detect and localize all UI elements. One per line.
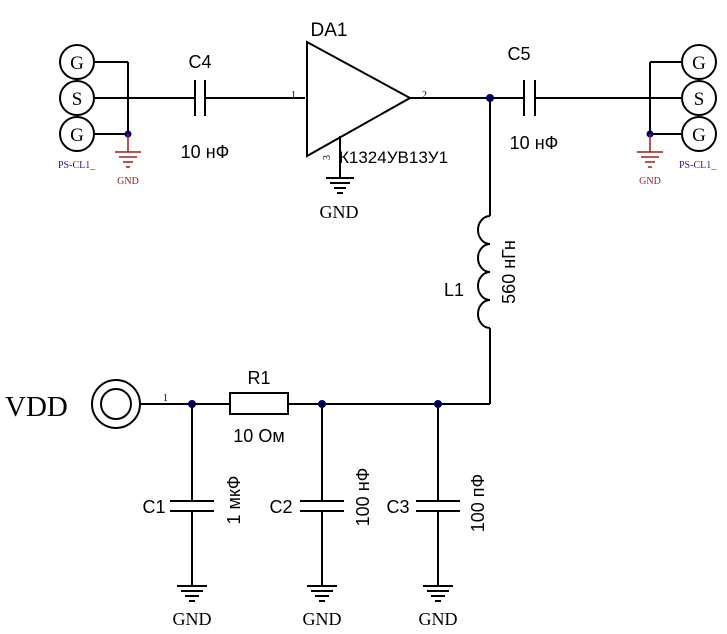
supply-label: VDD <box>5 391 68 423</box>
ground-icon <box>177 585 207 602</box>
pin-number: 1 <box>291 90 296 101</box>
port-pin-signal <box>59 80 95 116</box>
inductor-l1: L1 560 нГн <box>444 98 519 404</box>
component-ref: C2 <box>269 497 292 517</box>
capacitor-c2: C2 100 нФ GND <box>269 400 373 629</box>
pin-number: 2 <box>422 90 427 101</box>
input-port: G S G PS-CL1_ GND <box>58 44 195 187</box>
capacitor-c5: C5 10 нФ <box>486 44 682 153</box>
component-ref: C5 <box>507 44 530 64</box>
port-pin-ground-top <box>59 44 95 80</box>
gnd-label: GND <box>173 609 212 629</box>
port-pin-label: G <box>70 125 84 146</box>
component-value: 10 нФ <box>510 133 559 153</box>
amplifier-da1: DA1 К1324УВ13У1 1 2 3 GND <box>291 20 490 222</box>
port-pin-label: S <box>72 89 83 110</box>
component-value: 100 нФ <box>353 468 373 527</box>
port-name-label: PS-CL1_ <box>58 160 96 171</box>
vdd-supply: VDD 1 <box>5 379 230 429</box>
component-value: 1 мкФ <box>224 476 244 525</box>
pin-number: 3 <box>322 155 333 160</box>
port-pin-label: G <box>692 53 706 74</box>
supply-terminal-outer <box>91 379 141 429</box>
amplifier-triangle <box>306 40 413 158</box>
gnd-label: GND <box>320 202 359 222</box>
component-value: 10 Ом <box>233 426 284 446</box>
capacitor-c1: C1 1 мкФ GND <box>142 400 244 629</box>
output-port: G S G PS-CL1_ GND <box>637 44 717 187</box>
port-pin-signal <box>681 80 717 116</box>
component-value: 10 нФ <box>181 142 230 162</box>
component-value: 560 нГн <box>499 240 519 304</box>
resistor-body <box>229 392 289 415</box>
supply-terminal-inner <box>100 388 132 420</box>
gnd-label: GND <box>303 609 342 629</box>
amplifier-designator: DA1 <box>311 20 348 41</box>
component-ref: C4 <box>188 52 211 72</box>
capacitor-c3: C3 100 пФ GND <box>386 400 488 629</box>
port-pin-ground-top <box>681 44 717 80</box>
port-pin-label: G <box>70 53 84 74</box>
ground-icon <box>423 585 453 602</box>
component-ref: C1 <box>142 497 165 517</box>
gnd-label: GND <box>639 176 661 187</box>
component-ref: R1 <box>247 368 270 388</box>
amplifier-part-number: К1324УВ13У1 <box>339 148 448 167</box>
pin-number: 1 <box>163 393 168 404</box>
inductor-coil <box>477 215 491 329</box>
port-pin-label: S <box>694 89 705 110</box>
gnd-label: GND <box>117 176 139 187</box>
port-pin-label: G <box>692 125 706 146</box>
port-pin-ground-bottom <box>59 116 95 152</box>
capacitor-c4: C4 10 нФ <box>181 52 305 162</box>
ground-icon <box>307 585 337 602</box>
resistor-r1: R1 10 Ом <box>229 368 490 446</box>
component-ref: L1 <box>444 280 464 300</box>
port-pin-ground-bottom <box>681 116 717 152</box>
component-value: 100 пФ <box>468 474 488 532</box>
component-ref: C3 <box>386 497 409 517</box>
ground-icon <box>637 151 663 168</box>
gnd-label: GND <box>419 609 458 629</box>
port-name-label: PS-CL1_ <box>679 160 717 171</box>
ground-icon <box>115 151 141 168</box>
